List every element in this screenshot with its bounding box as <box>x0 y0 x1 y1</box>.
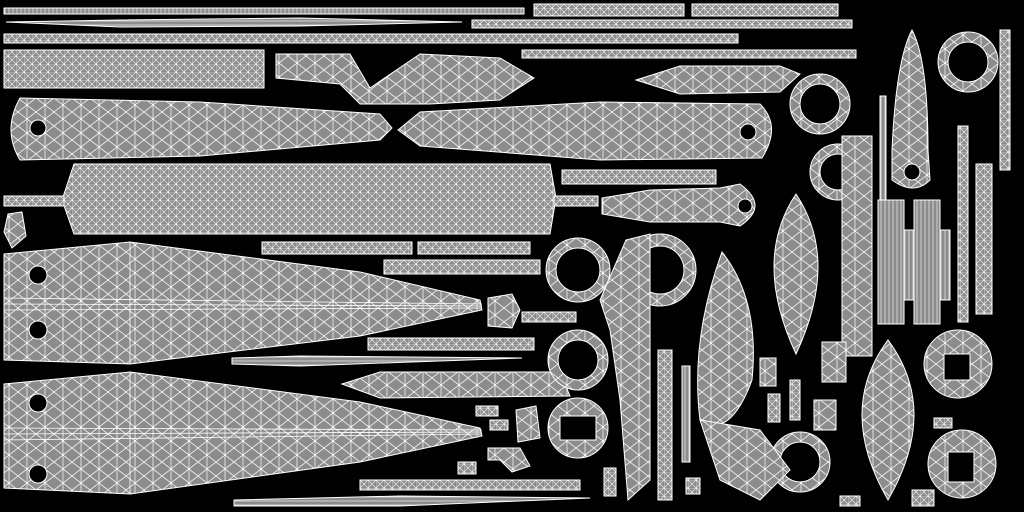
hole <box>739 123 757 141</box>
uv-island <box>3 195 65 207</box>
uv-island <box>933 417 953 429</box>
ring-hole <box>943 353 971 381</box>
uv-island <box>975 163 993 315</box>
hole <box>28 393 48 413</box>
uv-island <box>489 419 509 431</box>
leaf-lens <box>861 339 915 502</box>
uv-island <box>691 3 839 17</box>
ring-hole <box>779 441 821 483</box>
handle <box>601 183 756 227</box>
blade-grip <box>275 53 535 105</box>
uv-island <box>521 49 857 59</box>
tall-pod <box>891 28 931 189</box>
bracket <box>599 233 651 502</box>
uv-island <box>383 259 541 275</box>
paddle-right <box>397 101 772 161</box>
ring-hole <box>559 415 597 441</box>
uv-island <box>233 495 591 507</box>
uv-island <box>999 29 1011 171</box>
spindle <box>634 65 801 95</box>
hole <box>29 119 47 137</box>
ring-hole <box>947 451 975 483</box>
triangle-blade <box>3 241 483 365</box>
bracket <box>699 419 791 501</box>
uv-island <box>821 341 847 383</box>
ring-hole <box>555 247 601 293</box>
uv-island <box>813 399 837 431</box>
uv-island <box>767 393 781 423</box>
hole <box>28 464 48 484</box>
ring-group <box>545 31 999 499</box>
mesh-panel <box>3 49 265 89</box>
uv-island <box>553 195 599 207</box>
uv-island <box>789 379 801 421</box>
uv-island <box>841 135 873 357</box>
uv-island <box>911 489 935 507</box>
uv-island <box>5 17 463 28</box>
hole <box>903 163 921 181</box>
uv-island <box>231 355 523 367</box>
leaf-lens <box>773 193 819 356</box>
uv-island <box>685 477 701 495</box>
paddle <box>340 371 571 399</box>
small-part <box>3 211 27 249</box>
ring-hole <box>557 339 599 381</box>
uv-island <box>839 495 861 507</box>
uv-island <box>681 365 691 463</box>
uv-island <box>475 405 499 417</box>
top-strips <box>3 3 857 59</box>
uv-island <box>471 19 853 29</box>
comb-block <box>877 199 951 325</box>
leaf-lens <box>697 250 754 426</box>
hole <box>28 265 48 285</box>
uv-island <box>521 311 577 323</box>
ring-hole <box>947 41 989 83</box>
hole <box>737 198 753 214</box>
uv-island <box>457 461 477 475</box>
uv-island <box>417 241 531 255</box>
uv-island <box>957 125 969 323</box>
uv-island <box>533 3 685 17</box>
uv-island <box>261 241 413 255</box>
uv-island <box>3 7 525 15</box>
uv-island <box>657 349 673 501</box>
paddle-left <box>10 97 393 161</box>
uv-island <box>367 337 535 351</box>
uv-island <box>359 479 581 491</box>
small-part <box>515 405 541 443</box>
hole <box>28 320 48 340</box>
grip-panel <box>61 163 557 235</box>
ring-hole <box>799 83 841 125</box>
uv-island <box>603 467 617 497</box>
uv-island <box>561 169 717 185</box>
small-part <box>487 447 531 473</box>
small-part <box>487 293 521 329</box>
uv-island <box>759 357 777 387</box>
uv-island <box>3 33 739 44</box>
